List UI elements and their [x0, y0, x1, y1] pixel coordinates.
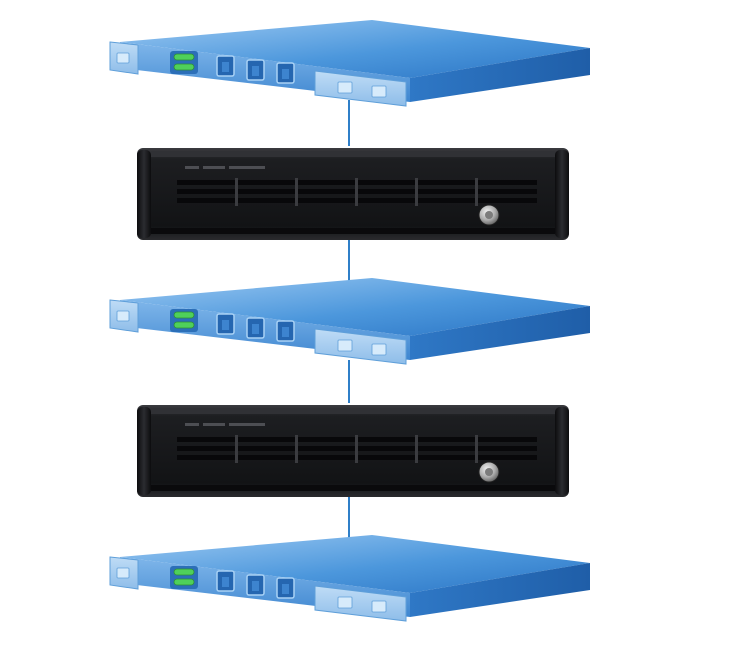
rack-server-1 — [136, 147, 570, 241]
rack-server-2 — [136, 404, 570, 498]
network-switch-1 — [109, 19, 591, 107]
network-switch-3 — [109, 534, 591, 622]
network-switch-2 — [109, 277, 591, 365]
